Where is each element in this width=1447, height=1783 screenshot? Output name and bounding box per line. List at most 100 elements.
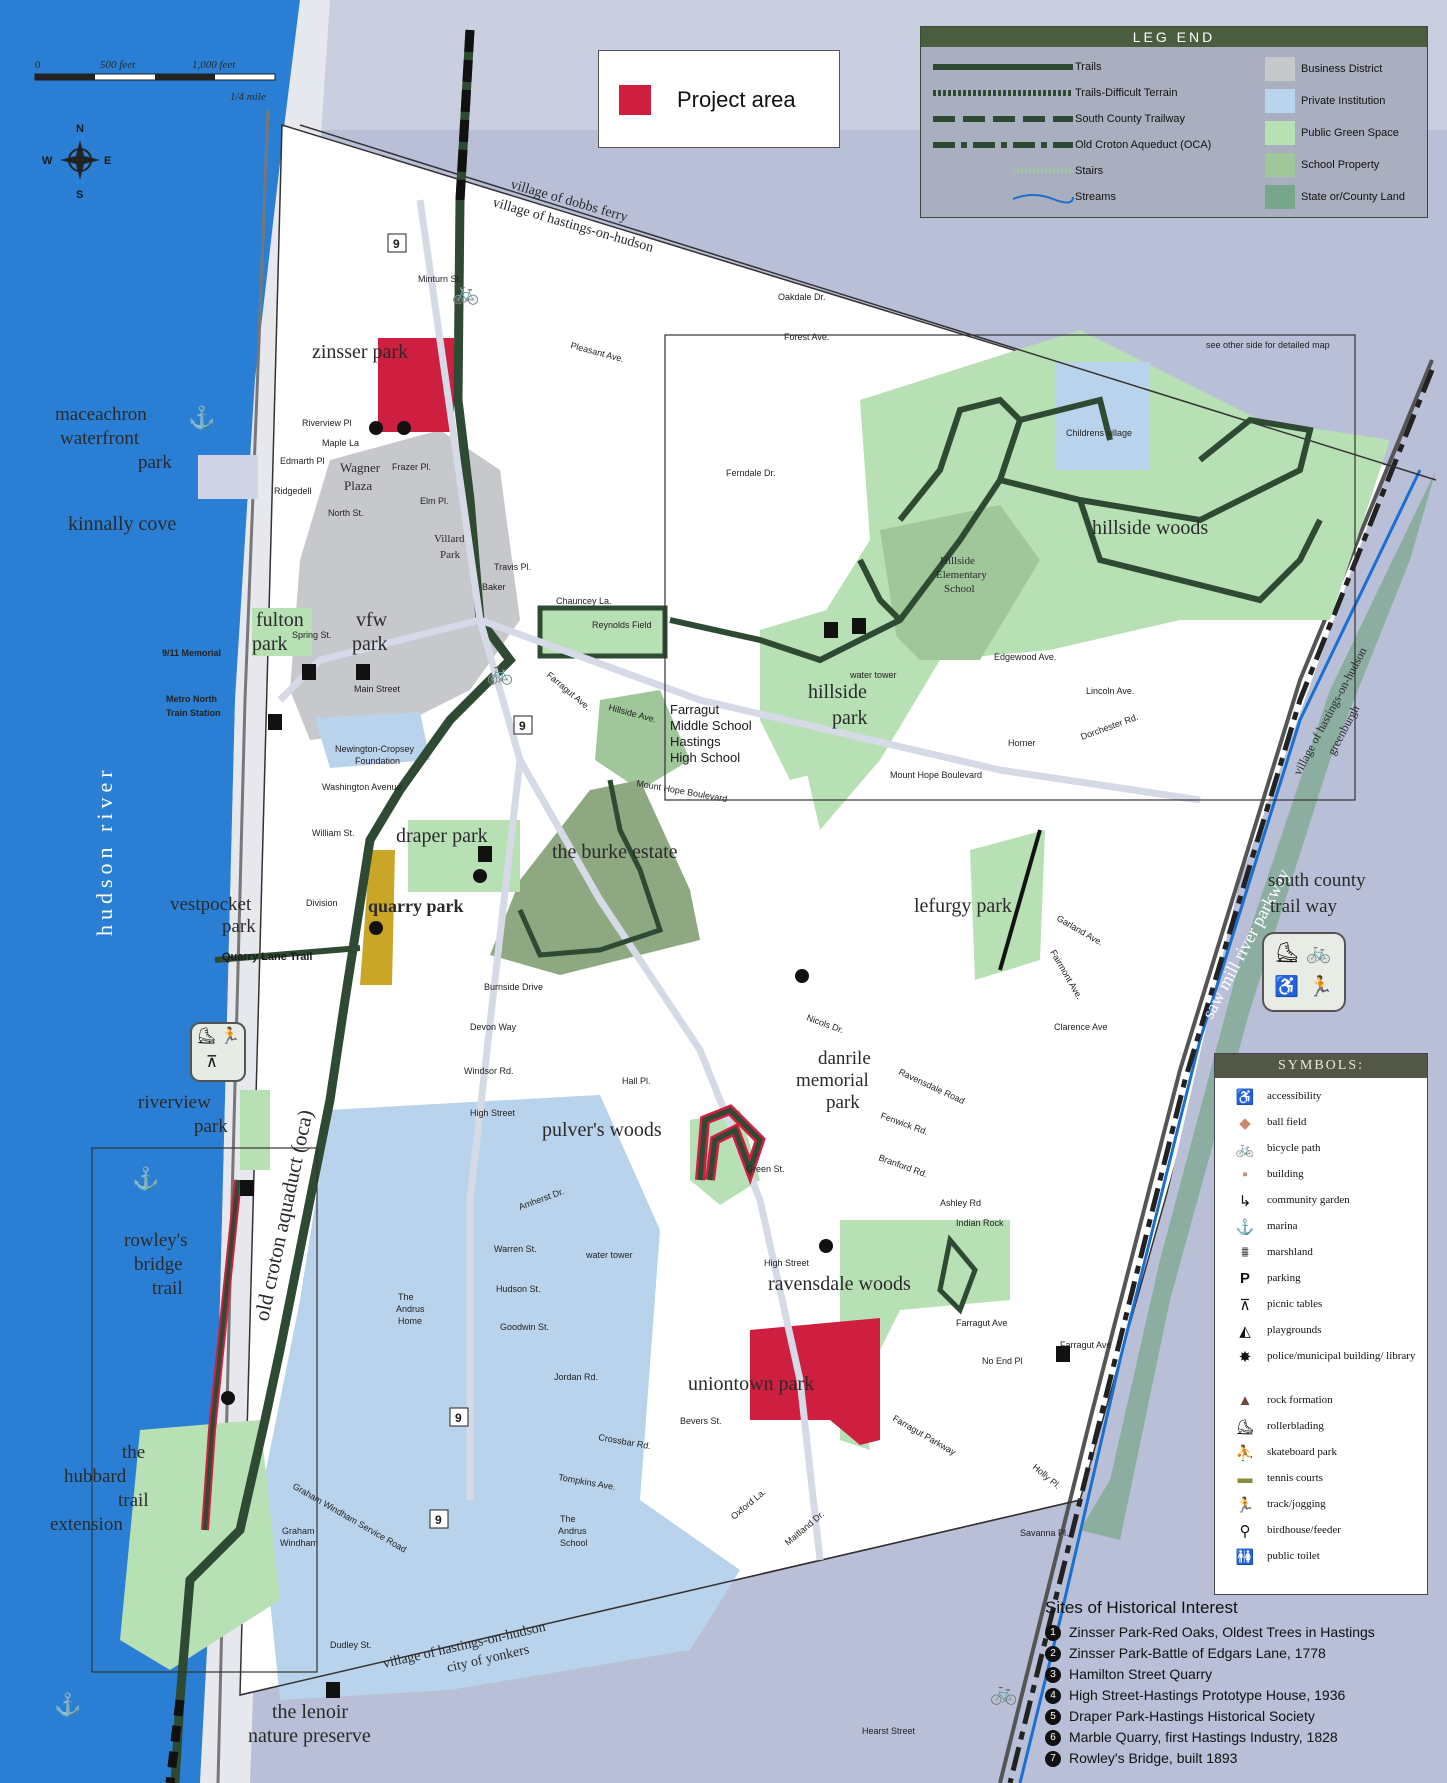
bicycle-icon: 🚲 xyxy=(1235,1141,1255,1158)
scale-bar: 0 500 feet 1,000 feet 1/4 mile xyxy=(34,59,276,103)
svg-text:🚲: 🚲 xyxy=(452,280,479,305)
svg-text:High Street: High Street xyxy=(470,1108,516,1118)
hillside-school-label-1: Hillside xyxy=(940,555,975,567)
svg-text:Edgewood Ave.: Edgewood Ave. xyxy=(994,652,1056,662)
svg-text:Dudley St.: Dudley St. xyxy=(330,1640,372,1650)
svg-text:W: W xyxy=(42,155,53,167)
symbol-birdhouse: ⚲birdhouse/feeder xyxy=(1215,1522,1427,1542)
legend-oca: Old Croton Aqueduct (OCA) xyxy=(1075,139,1212,151)
south-county-activity-icons: ⛸ 🚲 ♿ 🏃 xyxy=(1262,932,1346,1012)
anchor-icon: ⚓ xyxy=(1235,1219,1255,1236)
svg-text:Washington Avenue: Washington Avenue xyxy=(322,782,402,792)
svg-text:Spring St.: Spring St. xyxy=(292,630,332,640)
symbol-bicycle-path: 🚲bicycle path xyxy=(1215,1140,1427,1160)
scale-1000: 1,000 feet xyxy=(192,59,236,71)
symbol-rock: ▲rock formation xyxy=(1215,1392,1427,1412)
hillside-school-label-2: Elementary xyxy=(936,569,987,581)
hillside-trails xyxy=(669,396,1323,664)
metro-north-label-1: Metro North xyxy=(166,694,217,704)
farragut-label-2: Middle School xyxy=(670,718,752,733)
andrus-home-label-2: Andrus xyxy=(396,1304,425,1314)
svg-text:🚲: 🚲 xyxy=(990,1680,1017,1705)
vestpocket-label-1: vestpocket xyxy=(170,894,252,915)
legend: LEG END Trails Trails-Difficult Terrain … xyxy=(920,26,1428,218)
symbol-police: ✸police/municipal building/ library xyxy=(1215,1348,1427,1384)
historical-site-markers xyxy=(221,421,833,1405)
draper-park-label: draper park xyxy=(396,825,488,847)
swatch-private xyxy=(1265,89,1295,113)
svg-text:Division: Division xyxy=(306,898,338,908)
svg-text:9: 9 xyxy=(519,719,526,733)
svg-text:Chauncey La.: Chauncey La. xyxy=(556,596,612,606)
vestpocket-label-2: park xyxy=(222,916,256,937)
svg-text:Hearst Street: Hearst Street xyxy=(862,1726,916,1736)
picnic-table-icon: ⊼ xyxy=(1239,1297,1251,1314)
svg-text:Windsor Rd.: Windsor Rd. xyxy=(464,1066,514,1076)
legend-state: State or/County Land xyxy=(1301,191,1405,203)
wagner-plaza-label-2: Plaza xyxy=(344,478,372,493)
toilet-icon: 🚻 xyxy=(1235,1549,1255,1566)
scale-500: 500 feet xyxy=(100,59,136,71)
rock-formation-icon: ▲ xyxy=(1237,1392,1253,1409)
hillside-park-label-2: park xyxy=(832,707,868,729)
metro-north-label-2: Train Station xyxy=(166,708,221,718)
hubbard-label-3: trail xyxy=(118,1490,149,1511)
riverview-activity-icons: ⛸ 🏃 ⊼ xyxy=(190,1022,246,1082)
svg-text:Horner: Horner xyxy=(1008,738,1036,748)
svg-text:Forest Ave.: Forest Ave. xyxy=(784,332,829,342)
svg-text:Warren St.: Warren St. xyxy=(494,1244,537,1254)
detail-map-frame xyxy=(664,334,1356,801)
rowley-label-1: rowley's xyxy=(124,1230,188,1251)
svg-text:Bevers St.: Bevers St. xyxy=(680,1416,722,1426)
water-tower-label-1: water tower xyxy=(849,670,897,680)
svg-text:🚲: 🚲 xyxy=(486,660,513,685)
sct-label-1: south county xyxy=(1268,870,1366,891)
svg-text:Minturn St.: Minturn St. xyxy=(418,274,462,284)
quarry-park-area xyxy=(360,850,395,985)
symbol-ball-field: ◆ball field xyxy=(1215,1114,1427,1134)
hudson-river xyxy=(0,0,300,1783)
svg-text:Hudson St.: Hudson St. xyxy=(496,1284,541,1294)
birdhouse-icon: ⚲ xyxy=(1239,1523,1251,1540)
sct-label-2: trail way xyxy=(1270,896,1338,917)
pulvers-woods-label: pulver's woods xyxy=(542,1119,662,1141)
hillside-school-label-3: School xyxy=(944,583,975,595)
playground-icon: ◭ xyxy=(1239,1323,1251,1340)
police-star-icon: ✸ xyxy=(1238,1349,1252,1366)
svg-text:Oakdale Dr.: Oakdale Dr. xyxy=(778,292,826,302)
draper-park-area xyxy=(408,820,520,892)
tennis-court-icon: ▬ xyxy=(1237,1470,1253,1487)
svg-text:Elm Pl.: Elm Pl. xyxy=(420,496,449,506)
legend-south-county: South County Trailway xyxy=(1075,113,1186,125)
accessibility-icon: ♿ xyxy=(1274,976,1299,998)
lower-detail-frame xyxy=(91,1147,318,1673)
swatch-business xyxy=(1265,57,1295,81)
svg-text:Ashley Rd: Ashley Rd xyxy=(940,1198,981,1208)
project-area-label: Project area xyxy=(677,87,796,112)
building-icon: ▪ xyxy=(1242,1166,1248,1183)
wagner-plaza-label-1: Wagner xyxy=(340,460,381,475)
kinnally-cove-label: kinnally cove xyxy=(68,513,176,535)
burke-estate xyxy=(490,780,700,975)
rollerblading-icon: ⛸ xyxy=(1274,942,1300,964)
svg-text:Burnside Drive: Burnside Drive xyxy=(484,982,543,992)
legend-streams: Streams xyxy=(1075,191,1116,203)
danrile-label-2: memorial xyxy=(796,1070,869,1091)
svg-text:Edmarth Pl: Edmarth Pl xyxy=(280,456,325,466)
swatch-state xyxy=(1265,185,1295,209)
svg-text:Farragut Ave: Farragut Ave xyxy=(1060,1340,1111,1350)
zinsser-park-label: zinsser park xyxy=(312,341,408,363)
compass-rose-icon: N S E W xyxy=(42,123,111,201)
ravensdale-woods-label: ravensdale woods xyxy=(768,1273,911,1295)
swatch-school xyxy=(1265,153,1295,177)
symbol-accessibility: ♿accessibility xyxy=(1215,1088,1427,1108)
symbols-title: SYMBOLS: xyxy=(1215,1054,1427,1078)
symbols-legend: SYMBOLS: ♿accessibility ◆ball field 🚲bic… xyxy=(1214,1053,1428,1595)
symbol-marina: ⚓marina xyxy=(1215,1218,1427,1238)
riverview-label-1: riverview xyxy=(138,1092,211,1113)
